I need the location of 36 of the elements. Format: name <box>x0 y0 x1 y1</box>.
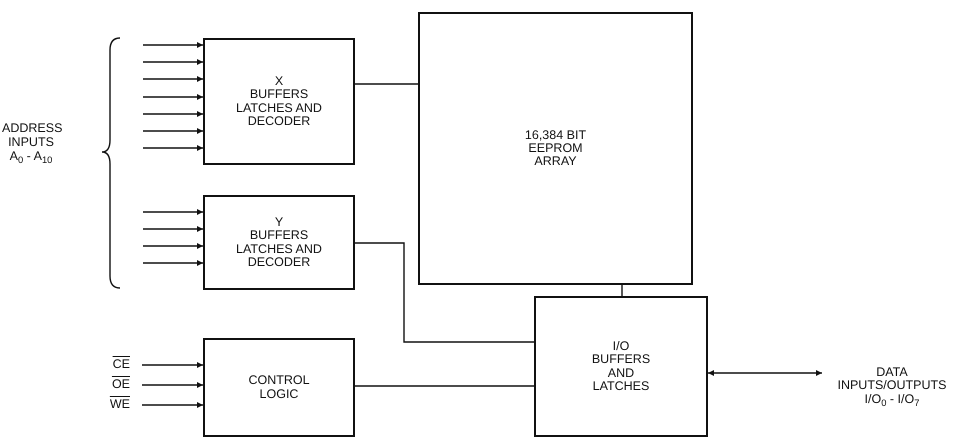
arrow <box>143 42 203 48</box>
block-diagram-box <box>203 338 355 437</box>
connector-line <box>355 385 534 387</box>
block-diagram-box <box>534 296 708 437</box>
block-diagram-box <box>203 38 355 165</box>
block-label: 16,384 BIT EEPROM ARRAY <box>524 128 588 168</box>
arrow <box>143 145 203 151</box>
arrow <box>142 362 203 368</box>
arrow <box>143 243 203 249</box>
arrow <box>142 382 203 388</box>
block-label: I/O BUFFERS AND LATCHES <box>590 340 652 393</box>
signal-name: OE <box>112 378 130 392</box>
connector-line <box>621 285 623 296</box>
block-diagram-box <box>203 195 355 290</box>
signal-name: WE <box>110 398 130 412</box>
signal-name: CE <box>112 358 130 372</box>
block-label: BUFFERS LATCHES AND DECODER <box>235 88 323 128</box>
arrow <box>708 370 822 376</box>
arrow <box>143 128 203 134</box>
block-label: DATA INPUTS/OUTPUTS I/O$_{0}$ - I/O$_{7}$ <box>836 366 948 406</box>
block-diagram-box <box>418 12 693 285</box>
arrow <box>143 226 203 232</box>
arrow <box>143 111 203 117</box>
arrow <box>142 402 203 408</box>
connector-line <box>355 83 418 85</box>
connector-line <box>355 242 534 343</box>
arrow <box>143 76 203 82</box>
block-label: Y <box>274 216 284 230</box>
bus-label: ADDRESS INPUTS A$_{0}$ - A$_{10}$ <box>2 122 60 164</box>
arrow <box>143 260 203 266</box>
block-label: BUFFERS LATCHES AND DECODER <box>235 229 323 269</box>
block-label: X <box>274 75 284 88</box>
arrow <box>143 59 203 65</box>
arrow <box>143 209 203 215</box>
arrow <box>143 94 203 100</box>
block-label: CONTROL LOGIC <box>247 374 311 401</box>
